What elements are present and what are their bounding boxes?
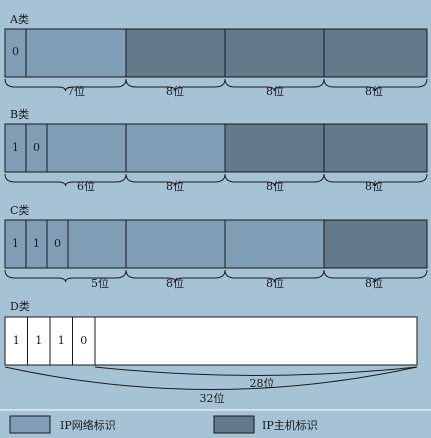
class-d-28bit-label: 28位 bbox=[250, 376, 275, 390]
class-d-bit-value: 0 bbox=[80, 334, 87, 347]
class-c-network-segment bbox=[224, 219, 325, 269]
class-b-host-segment bbox=[323, 123, 428, 173]
class-c-label: C类 bbox=[10, 203, 29, 217]
class-c-network-segment bbox=[67, 219, 127, 269]
class-c-bit-value: 1 bbox=[12, 237, 19, 250]
class-c-network-segment bbox=[125, 219, 226, 269]
class-d-bit-value: 1 bbox=[13, 334, 20, 347]
class-b-segment-brace bbox=[323, 173, 428, 187]
class-b-network-segment bbox=[125, 123, 226, 173]
class-b-label: B类 bbox=[10, 107, 29, 121]
class-a-segment-brace bbox=[323, 78, 428, 92]
class-b-group: B类 1 0 6位 8位 8位 8位 bbox=[4, 107, 428, 193]
class-a-network-bits-label: 7位 bbox=[67, 84, 85, 98]
class-d-bit-value: 1 bbox=[35, 334, 42, 347]
class-a-segment-brace bbox=[224, 78, 325, 92]
class-a-host-bits-label-2: 8位 bbox=[266, 84, 284, 98]
class-d-32bit-brace bbox=[4, 366, 418, 390]
legend-network-swatch bbox=[9, 415, 51, 434]
class-c-bit-value: 1 bbox=[33, 237, 40, 250]
class-a-host-segment bbox=[125, 28, 226, 78]
class-c-segment-brace bbox=[224, 269, 325, 283]
class-b-segment-brace bbox=[224, 173, 325, 187]
class-b-bit-value: 1 bbox=[12, 141, 19, 154]
class-c-bit-value: 0 bbox=[54, 237, 61, 250]
class-b-host-segment bbox=[224, 123, 325, 173]
legend-host-label: IP主机标识 bbox=[262, 418, 318, 432]
class-c-segment-brace bbox=[323, 269, 428, 283]
class-a-host-bits-label-1: 8位 bbox=[166, 84, 184, 98]
class-b-bit-value: 0 bbox=[33, 141, 40, 154]
class-c-host-bits-label: 8位 bbox=[365, 276, 383, 290]
class-b-network-bits-label-2: 8位 bbox=[166, 179, 184, 193]
legend-host-swatch bbox=[213, 415, 255, 434]
class-b-host-bits-label-1: 8位 bbox=[266, 179, 284, 193]
class-d-bit-value: 1 bbox=[58, 334, 65, 347]
class-d-32bit-label: 32位 bbox=[200, 391, 225, 405]
class-a-network-segment bbox=[25, 28, 127, 78]
class-a-label: A类 bbox=[9, 12, 29, 26]
class-a-host-segment bbox=[224, 28, 325, 78]
class-a-group: A类 0 7位 8位 8位 8位 bbox=[4, 12, 428, 98]
class-d-group: D类 1 1 1 0 28位 32位 bbox=[4, 299, 418, 405]
class-b-segment-brace bbox=[4, 173, 127, 187]
class-d-multicast-field bbox=[94, 316, 418, 366]
class-c-network-bits-label-2: 8位 bbox=[166, 276, 184, 290]
class-c-host-segment bbox=[323, 219, 428, 269]
class-b-segment-brace bbox=[125, 173, 226, 187]
class-b-network-segment bbox=[46, 123, 127, 173]
class-c-segment-brace bbox=[4, 269, 127, 283]
class-d-label: D类 bbox=[10, 299, 30, 313]
class-b-network-bits-label: 6位 bbox=[77, 179, 95, 193]
class-b-host-bits-label-2: 8位 bbox=[365, 179, 383, 193]
legend: IP网络标识 IP主机标识 bbox=[0, 409, 431, 434]
class-c-segment-brace bbox=[125, 269, 226, 283]
legend-network-label: IP网络标识 bbox=[60, 418, 116, 432]
class-a-segment-brace bbox=[125, 78, 226, 92]
class-a-bit-value: 0 bbox=[12, 45, 19, 58]
class-a-host-segment bbox=[323, 28, 428, 78]
class-d-28bit-brace bbox=[94, 366, 418, 376]
class-c-group: C类 1 1 0 5位 8位 8位 8位 bbox=[4, 203, 428, 290]
class-a-segment-brace bbox=[4, 78, 127, 92]
class-c-network-bits-label-3: 8位 bbox=[266, 276, 284, 290]
class-c-network-bits-label: 5位 bbox=[91, 276, 109, 290]
class-a-host-bits-label-3: 8位 bbox=[365, 84, 383, 98]
